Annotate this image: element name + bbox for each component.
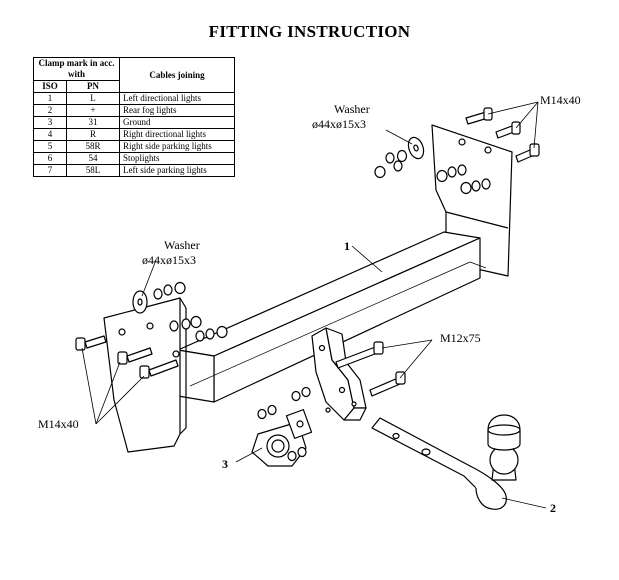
table-row: 1 L Left directional lights (33, 92, 235, 105)
bolt-left-label: M14x40 (38, 417, 79, 431)
clamp-mark-header: Clamp mark in acc. with (33, 57, 120, 81)
cables-joining-header: Cables joining (119, 57, 235, 93)
part-number-1: 1 (344, 239, 350, 253)
right-washer-icon (407, 136, 425, 160)
leader-lines (81, 101, 547, 509)
table-row: 4 R Right directional lights (33, 128, 235, 141)
socket-fastener-icons (257, 386, 311, 462)
part-number-3: 3 (222, 457, 228, 471)
table-row: 7 58L Left side parking lights (33, 164, 235, 177)
part-number-2: 2 (550, 501, 556, 515)
washer-right-label: Washer (334, 102, 370, 116)
bolt-mid-label: M12x75 (440, 331, 481, 345)
bolt-right-label: M14x40 (540, 93, 581, 107)
iso-cell: 7 (33, 164, 67, 177)
table-subheader-row: ISO PN (33, 80, 235, 93)
socket-plate (251, 409, 313, 467)
table-row: 5 58R Right side parking lights (33, 140, 235, 153)
main-cross-tube (177, 231, 487, 403)
page-title: FITTING INSTRUCTION (208, 22, 411, 41)
table-header-row: Clamp mark in acc. with Cables joining (33, 57, 235, 93)
right-nut-icons (374, 149, 491, 195)
washer-left-label: Washer (164, 238, 200, 252)
left-nut-icons (153, 281, 228, 342)
left-bolt-icons (75, 335, 179, 379)
washer-left-size: ø44xø15x3 (142, 253, 196, 267)
table-row: 6 54 Stoplights (33, 152, 235, 165)
left-washer-icon (132, 290, 148, 314)
mid-bolt-icons (335, 341, 406, 397)
cable-joining-table: Clamp mark in acc. with Cables joining I… (33, 57, 235, 177)
washer-right-size: ø44xø15x3 (312, 117, 366, 131)
hitch-bracket (311, 327, 367, 421)
cable-cell: Left side parking lights (119, 164, 235, 177)
tow-ball-arm (371, 414, 521, 510)
